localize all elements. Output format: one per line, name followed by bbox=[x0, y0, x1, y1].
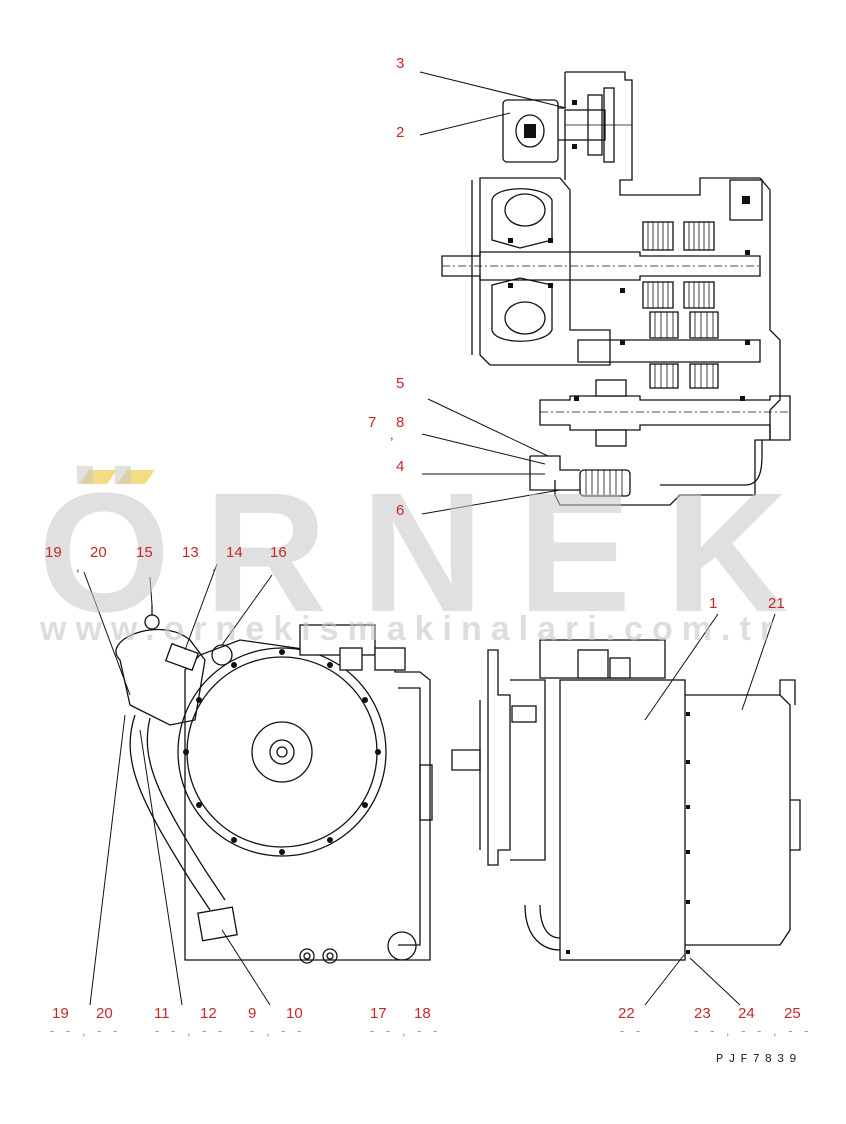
separator-marks-mid3: - - , - - bbox=[370, 1023, 442, 1038]
watermark-brand: ÖRNEK bbox=[38, 458, 822, 648]
callout-17: 17 bbox=[370, 1005, 387, 1022]
callout-6: 6 bbox=[396, 502, 405, 519]
callout-1: 1 bbox=[709, 595, 718, 612]
callout-3: 3 bbox=[396, 55, 405, 72]
callout-20-top: 20 bbox=[90, 544, 107, 561]
callout-10: 10 bbox=[286, 1005, 303, 1022]
callout-23: 23 bbox=[694, 1005, 711, 1022]
callout-15: 15 bbox=[136, 544, 153, 561]
callout-19-bottom: 19 bbox=[52, 1005, 69, 1022]
callout-14: 14 bbox=[226, 544, 243, 561]
drawing-code: PJF7839 bbox=[716, 1052, 802, 1066]
separator-comma: , bbox=[212, 559, 216, 574]
separator-marks-right: - - bbox=[620, 1023, 645, 1038]
leader-lines bbox=[83, 71, 776, 1006]
callout-8: 8 bbox=[396, 414, 405, 431]
callout-7: 7 bbox=[368, 414, 377, 431]
separator-marks-left: - - , - - bbox=[50, 1023, 122, 1038]
front-view bbox=[115, 605, 433, 964]
separator-marks-mid2: - , - - bbox=[250, 1023, 306, 1038]
side-view bbox=[451, 639, 801, 961]
separator-comma: , bbox=[76, 559, 80, 574]
callout-20-bottom: 20 bbox=[96, 1005, 113, 1022]
separator-comma: , bbox=[390, 427, 394, 442]
callout-16: 16 bbox=[270, 544, 287, 561]
callout-9: 9 bbox=[248, 1005, 257, 1022]
separator-marks-right2: - - , - - , - - bbox=[694, 1023, 813, 1038]
watermark-url: www.ornekismakinalari.com.tr bbox=[40, 610, 783, 648]
callout-12: 12 bbox=[200, 1005, 217, 1022]
callout-11: 11 bbox=[154, 1005, 170, 1022]
callout-22: 22 bbox=[618, 1005, 635, 1022]
callout-13: 13 bbox=[182, 544, 199, 561]
callout-5: 5 bbox=[396, 375, 405, 392]
callout-4: 4 bbox=[396, 458, 405, 475]
callout-21: 21 bbox=[768, 595, 785, 612]
callout-25: 25 bbox=[784, 1005, 801, 1022]
callout-19-top: 19 bbox=[45, 544, 62, 561]
separator-marks-mid: - - , - - bbox=[155, 1023, 227, 1038]
callout-24: 24 bbox=[738, 1005, 755, 1022]
cross-section-view bbox=[441, 71, 791, 506]
callout-18: 18 bbox=[414, 1005, 431, 1022]
callout-2: 2 bbox=[396, 124, 405, 141]
